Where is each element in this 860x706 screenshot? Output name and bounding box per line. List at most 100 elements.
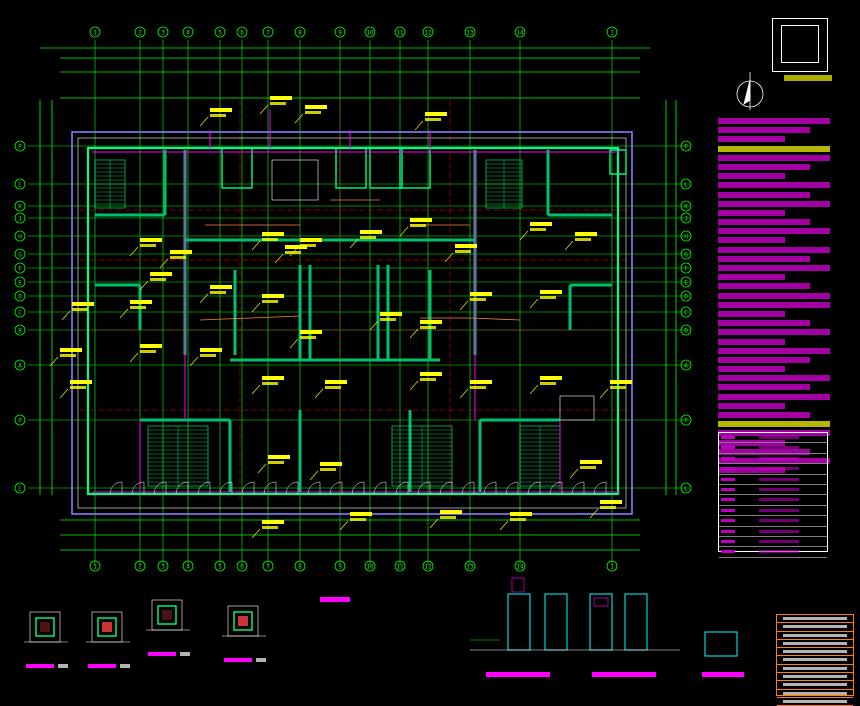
title-block — [776, 614, 854, 706]
legend-row — [719, 537, 827, 548]
room-tag — [259, 96, 292, 115]
room-tag — [274, 245, 307, 264]
legend-row — [719, 506, 827, 517]
grid-bubble: 10 — [364, 26, 376, 38]
room-tag — [599, 380, 632, 399]
room-tag — [459, 380, 492, 399]
grid-bubble-label: G — [18, 252, 22, 259]
grid-bubble-label: L — [18, 182, 22, 189]
room-tag — [569, 460, 602, 479]
grid-bubble: H — [680, 230, 692, 242]
note-line — [718, 329, 830, 336]
grid-bubble: 13 — [464, 26, 476, 38]
grid-bubble: G — [680, 248, 692, 260]
title-block-row — [777, 681, 853, 690]
note-line — [718, 163, 810, 170]
grid-bubble: 2 — [134, 26, 146, 38]
grid-bubble: 4 — [182, 26, 194, 38]
room-tag — [314, 380, 347, 399]
legend-row — [719, 454, 827, 465]
grid-bubble-label: F — [18, 266, 22, 273]
grid-bubble: F — [14, 262, 26, 274]
grid-bubble-label: J — [18, 216, 22, 223]
legend-row — [719, 527, 827, 537]
room-tag — [519, 222, 552, 241]
grid-bubble: A — [14, 359, 26, 371]
grid-bubble: 12 — [422, 26, 434, 38]
note-line — [718, 219, 810, 226]
grid-bubble-label: 4 — [186, 30, 190, 37]
grid-bubble-label: A — [18, 363, 22, 370]
title-block-row — [777, 673, 853, 682]
legend-row — [719, 475, 827, 485]
note-line — [718, 347, 830, 354]
grid-bubble-label: J — [684, 216, 688, 223]
grid-bubble-label: 10 — [366, 30, 374, 37]
note-line — [718, 366, 786, 373]
grid-bubble-label: 2 — [138, 30, 142, 37]
room-tag — [529, 290, 562, 309]
detail-drawing — [86, 611, 130, 668]
grid-bubble-label: H — [684, 234, 688, 241]
grid-axis-horizontal — [28, 145, 690, 489]
grid-bubble-label: 8 — [298, 30, 302, 37]
room-tag — [199, 108, 232, 127]
title-block-row — [777, 665, 853, 674]
grid-bubble-label: 1 — [93, 30, 97, 37]
room-tag — [119, 300, 152, 319]
grid-bubble: K — [14, 200, 26, 212]
grid-bubble-label: D — [18, 294, 22, 301]
key-plan-icon — [772, 18, 828, 72]
grid-bubble-label: 1 — [610, 30, 614, 37]
key-plan-outline — [781, 25, 819, 63]
grid-bubble: 1 — [606, 26, 618, 38]
note-line — [718, 200, 830, 207]
stair-treads — [95, 160, 560, 486]
room-tag — [529, 376, 562, 395]
note-line — [718, 265, 830, 271]
room-tag — [129, 238, 162, 257]
grid-bubble: 10 — [364, 560, 376, 572]
note-line — [718, 430, 830, 437]
legend-row — [719, 516, 827, 527]
grid-bubble-label: L — [18, 486, 22, 493]
grid-bubble: 5 — [214, 560, 226, 572]
grid-bubble-label: P — [684, 144, 688, 151]
grid-bubble-label: C — [684, 310, 688, 317]
grid-bubble-label: 7 — [266, 30, 270, 37]
note-line — [718, 402, 786, 409]
room-tag — [409, 320, 442, 339]
note-line — [718, 412, 810, 418]
red-reference-lines — [80, 100, 630, 500]
grid-bubbles: 1122334455667788991010111112121313141411… — [14, 26, 692, 572]
title-block-row — [777, 690, 853, 698]
note-line — [718, 209, 786, 216]
room-tag — [59, 380, 92, 399]
room-tag — [251, 520, 284, 539]
legend-row — [719, 433, 827, 444]
grid-bubble: 3 — [157, 26, 169, 38]
room-tag — [159, 250, 192, 269]
title-block-row — [777, 640, 853, 649]
grid-bubble-label: C — [18, 310, 22, 317]
room-tag — [289, 330, 322, 349]
detail-drawing — [222, 605, 266, 662]
room-tag — [369, 312, 402, 331]
grid-bubble: 12 — [422, 560, 434, 572]
grid-bubble: 4 — [182, 560, 194, 572]
grid-bubble: 7 — [262, 560, 274, 572]
grid-bubble: L — [14, 482, 26, 494]
room-tag — [564, 232, 597, 251]
grid-bubble-label: 4 — [186, 564, 190, 571]
grid-bubble-label: 9 — [338, 564, 342, 571]
room-tag — [399, 218, 432, 237]
room-tag — [294, 105, 327, 124]
grid-bubble-label: F — [684, 266, 688, 273]
note-line — [718, 310, 786, 317]
grid-bubble: P — [14, 414, 26, 426]
grid-bubble: G — [14, 248, 26, 260]
grid-bubble-label: 5 — [218, 564, 222, 571]
grid-bubble: C — [680, 306, 692, 318]
grid-bubble: 9 — [334, 560, 346, 572]
note-line — [718, 274, 786, 281]
